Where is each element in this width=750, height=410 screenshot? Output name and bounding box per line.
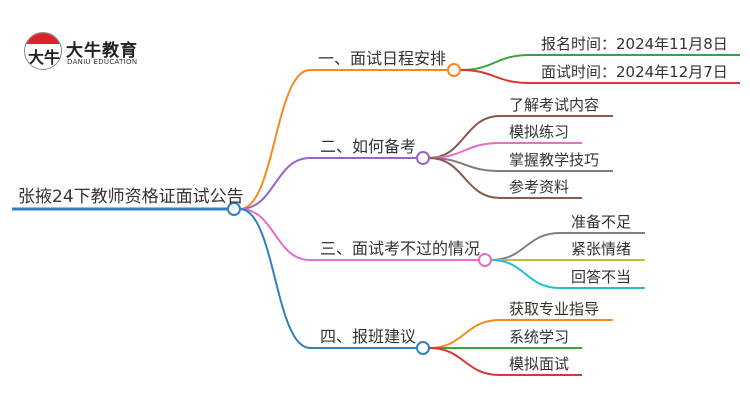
- branch-3-child-1-connector: [490, 232, 561, 261]
- logo-badge-icon: 大牛: [24, 32, 62, 70]
- branch-2-child-1-connector: [428, 115, 501, 159]
- branch-2-node: [416, 151, 430, 165]
- branch-4-child-2-label[interactable]: 系统学习: [509, 328, 570, 346]
- logo-title: 大牛教育: [66, 41, 138, 61]
- branch-3-child-2-label[interactable]: 紧张情绪: [571, 240, 632, 258]
- branch-2-child-1-label[interactable]: 了解考试内容: [509, 96, 600, 114]
- logo-subtitle: DANIU EDUCATION: [67, 58, 138, 66]
- branch-2-label[interactable]: 二、如何备考: [320, 137, 417, 156]
- branch-4-child-1-label[interactable]: 获取专业指导: [509, 300, 600, 318]
- branch-4-child-3-connector: [428, 347, 501, 376]
- branch-2-child-4-connector: [428, 157, 501, 199]
- branch-1-child-1-label[interactable]: 报名时间：2024年11月8日: [541, 35, 728, 53]
- logo: 大牛 大牛教育 DANIU EDUCATION: [20, 28, 170, 74]
- branch-3-node: [478, 253, 492, 267]
- branch-4-child-1-connector: [428, 319, 501, 349]
- root-node: [227, 202, 241, 216]
- root-node-label[interactable]: 张掖24下教师资格证面试公告: [18, 187, 244, 207]
- branch-3-child-3-label[interactable]: 回答不当: [571, 268, 632, 286]
- branch-1-label[interactable]: 一、面试日程安排: [318, 49, 447, 68]
- branch-4-child-3-label[interactable]: 模拟面试: [509, 355, 570, 373]
- branch-2-child-4-label[interactable]: 参考资料: [509, 178, 570, 196]
- branch-1-child-2-connector: [459, 69, 531, 84]
- branch-2-connector: [239, 157, 311, 210]
- branch-2-child-2-label[interactable]: 模拟练习: [509, 123, 570, 141]
- branch-1-child-2-label[interactable]: 面试时间：2024年12月7日: [541, 63, 728, 81]
- branch-4-node: [416, 341, 430, 355]
- branch-1-node: [447, 63, 461, 77]
- branch-3-child-1-label[interactable]: 准备不足: [571, 213, 632, 231]
- branch-4-label[interactable]: 四、报班建议: [320, 327, 417, 346]
- branch-3-connector: [239, 208, 311, 261]
- branch-1-connector: [239, 69, 311, 210]
- branch-1-child-1-connector: [459, 54, 531, 71]
- branch-3-label[interactable]: 三、面试考不过的情况: [320, 239, 481, 258]
- branch-4-connector: [239, 208, 311, 349]
- logo-badge-text: 大牛: [28, 48, 61, 67]
- branch-3-child-3-connector: [490, 259, 561, 289]
- branch-2-child-3-label[interactable]: 掌握教学技巧: [509, 151, 600, 169]
